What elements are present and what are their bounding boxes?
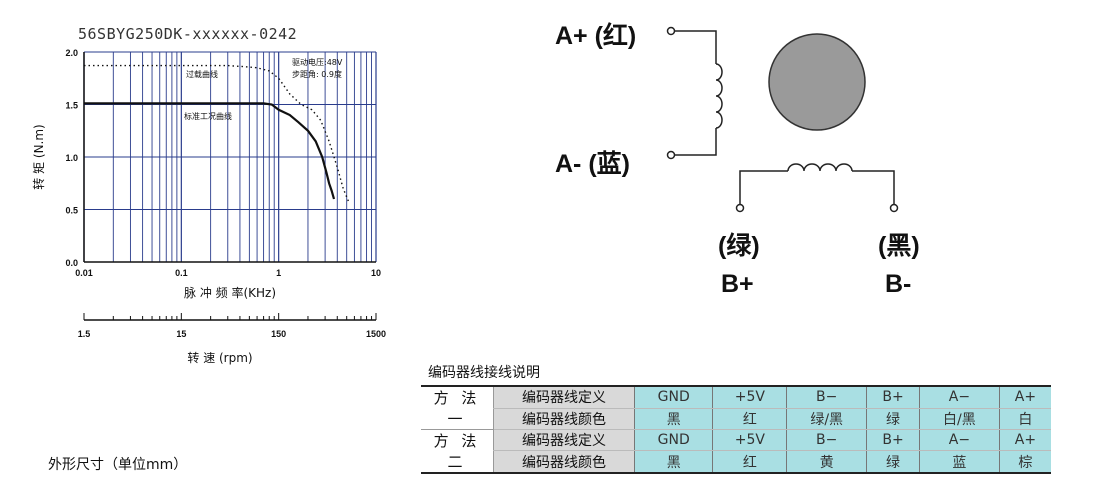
y-axis-label: 转 矩 (N.m) bbox=[31, 124, 46, 189]
x-tick-label: 1 bbox=[276, 268, 281, 278]
series-line bbox=[84, 102, 336, 200]
b-minus-color-label: (黑) bbox=[878, 232, 920, 260]
series-label: 标准工况曲线 bbox=[184, 111, 232, 121]
a-minus-label: A- (蓝) bbox=[555, 150, 630, 178]
a-plus-label: A+ (红) bbox=[555, 22, 637, 50]
table-cell: B+ bbox=[866, 385, 920, 409]
table-cell: GND bbox=[633, 429, 713, 452]
table-cell: 红 bbox=[712, 450, 787, 475]
table-cell: 绿/黑 bbox=[786, 408, 867, 430]
speed-tick-label: 150 bbox=[271, 329, 286, 339]
method-name: 方 法 二 bbox=[421, 429, 494, 474]
speed-tick-label: 15 bbox=[176, 329, 186, 339]
coil-a-wire-bottom bbox=[675, 128, 717, 156]
coil-b bbox=[787, 163, 853, 172]
table-cell: A− bbox=[919, 385, 1000, 409]
table-cell: 棕 bbox=[998, 450, 1051, 475]
table-cell: B+ bbox=[866, 429, 920, 452]
table-cell: 黑 bbox=[633, 408, 713, 430]
table-cell: 蓝 bbox=[919, 450, 1000, 475]
b-minus-label: B- bbox=[885, 270, 912, 298]
table-cell: +5V bbox=[712, 385, 787, 409]
table-cell: A+ bbox=[998, 385, 1051, 409]
table-row: 方 法 一 编码器线定义 GND +5V B− B+ A− A+ bbox=[421, 385, 1051, 430]
encoder-wiring-table: 方 法 一 编码器线定义 GND +5V B− B+ A− A+ 编码器线颜色 … bbox=[421, 385, 1051, 475]
table-cell: B− bbox=[786, 429, 867, 452]
row-header: 编码器线定义 bbox=[493, 385, 635, 409]
b-plus-color-label: (绿) bbox=[718, 232, 760, 260]
encoder-table-title: 编码器线接线说明 bbox=[428, 365, 540, 381]
coil-a bbox=[715, 63, 723, 129]
speed-tick-label: 1500 bbox=[366, 329, 386, 339]
speed-tick-label: 1.5 bbox=[78, 329, 91, 339]
y-tick-label: 0.5 bbox=[65, 206, 78, 216]
b-minus-terminal bbox=[889, 203, 899, 213]
x-axis-label: 脉 冲 频 率(KHz) bbox=[184, 285, 276, 300]
table-cell: 黄 bbox=[786, 450, 867, 475]
y-tick-label: 1.5 bbox=[65, 101, 78, 111]
chart-annotation: 步距角: 0.9度 bbox=[292, 69, 342, 79]
table-cell: GND bbox=[633, 385, 713, 409]
table-cell: 黑 bbox=[633, 450, 713, 475]
table-cell: A− bbox=[919, 429, 1000, 452]
table-row: 编码器线颜色 黑 红 绿/黑 绿 白/黑 白 bbox=[421, 408, 1051, 430]
chart-annotation: 驱动电压:48V bbox=[292, 57, 343, 67]
table-row: 方 法 二 编码器线定义 GND +5V B− B+ A− A+ bbox=[421, 429, 1051, 474]
table-cell: 红 bbox=[712, 408, 787, 430]
method-name: 方 法 一 bbox=[421, 385, 494, 430]
coil-a-wire-top bbox=[675, 30, 717, 64]
table-cell: 绿 bbox=[866, 408, 920, 430]
y-tick-label: 1.0 bbox=[65, 153, 78, 163]
row-header: 编码器线颜色 bbox=[493, 408, 635, 430]
table-cell: 白/黑 bbox=[919, 408, 1000, 430]
x-tick-label: 0.01 bbox=[75, 268, 93, 278]
table-cell: +5V bbox=[712, 429, 787, 452]
coil-b-wire-left bbox=[739, 170, 788, 204]
coil-b-wire-right bbox=[852, 170, 895, 204]
table-row: 编码器线颜色 黑 红 黄 绿 蓝 棕 bbox=[421, 450, 1051, 475]
a-plus-terminal bbox=[666, 26, 676, 36]
series-label: 过载曲线 bbox=[186, 69, 218, 79]
x-tick-label: 10 bbox=[371, 268, 381, 278]
table-cell: 绿 bbox=[866, 450, 920, 475]
motor-rotor-disc bbox=[768, 33, 866, 131]
table-cell: B− bbox=[786, 385, 867, 409]
table-cell: A+ bbox=[998, 429, 1051, 452]
y-tick-label: 2.0 bbox=[65, 48, 78, 58]
dimensions-label: 外形尺寸（单位mm） bbox=[48, 457, 188, 473]
speed-axis-label: 转 速 (rpm) bbox=[187, 350, 252, 365]
x-tick-label: 0.1 bbox=[175, 268, 188, 278]
series-line bbox=[84, 64, 350, 202]
b-plus-label: B+ bbox=[721, 270, 754, 298]
motor-model-title: 56SBYG250DK-xxxxxx-0242 bbox=[78, 25, 298, 43]
y-tick-label: 0.0 bbox=[65, 258, 78, 268]
row-header: 编码器线定义 bbox=[493, 429, 635, 452]
a-minus-terminal bbox=[666, 150, 676, 160]
row-header: 编码器线颜色 bbox=[493, 450, 635, 475]
table-cell: 白 bbox=[998, 408, 1051, 430]
b-plus-terminal bbox=[735, 203, 745, 213]
